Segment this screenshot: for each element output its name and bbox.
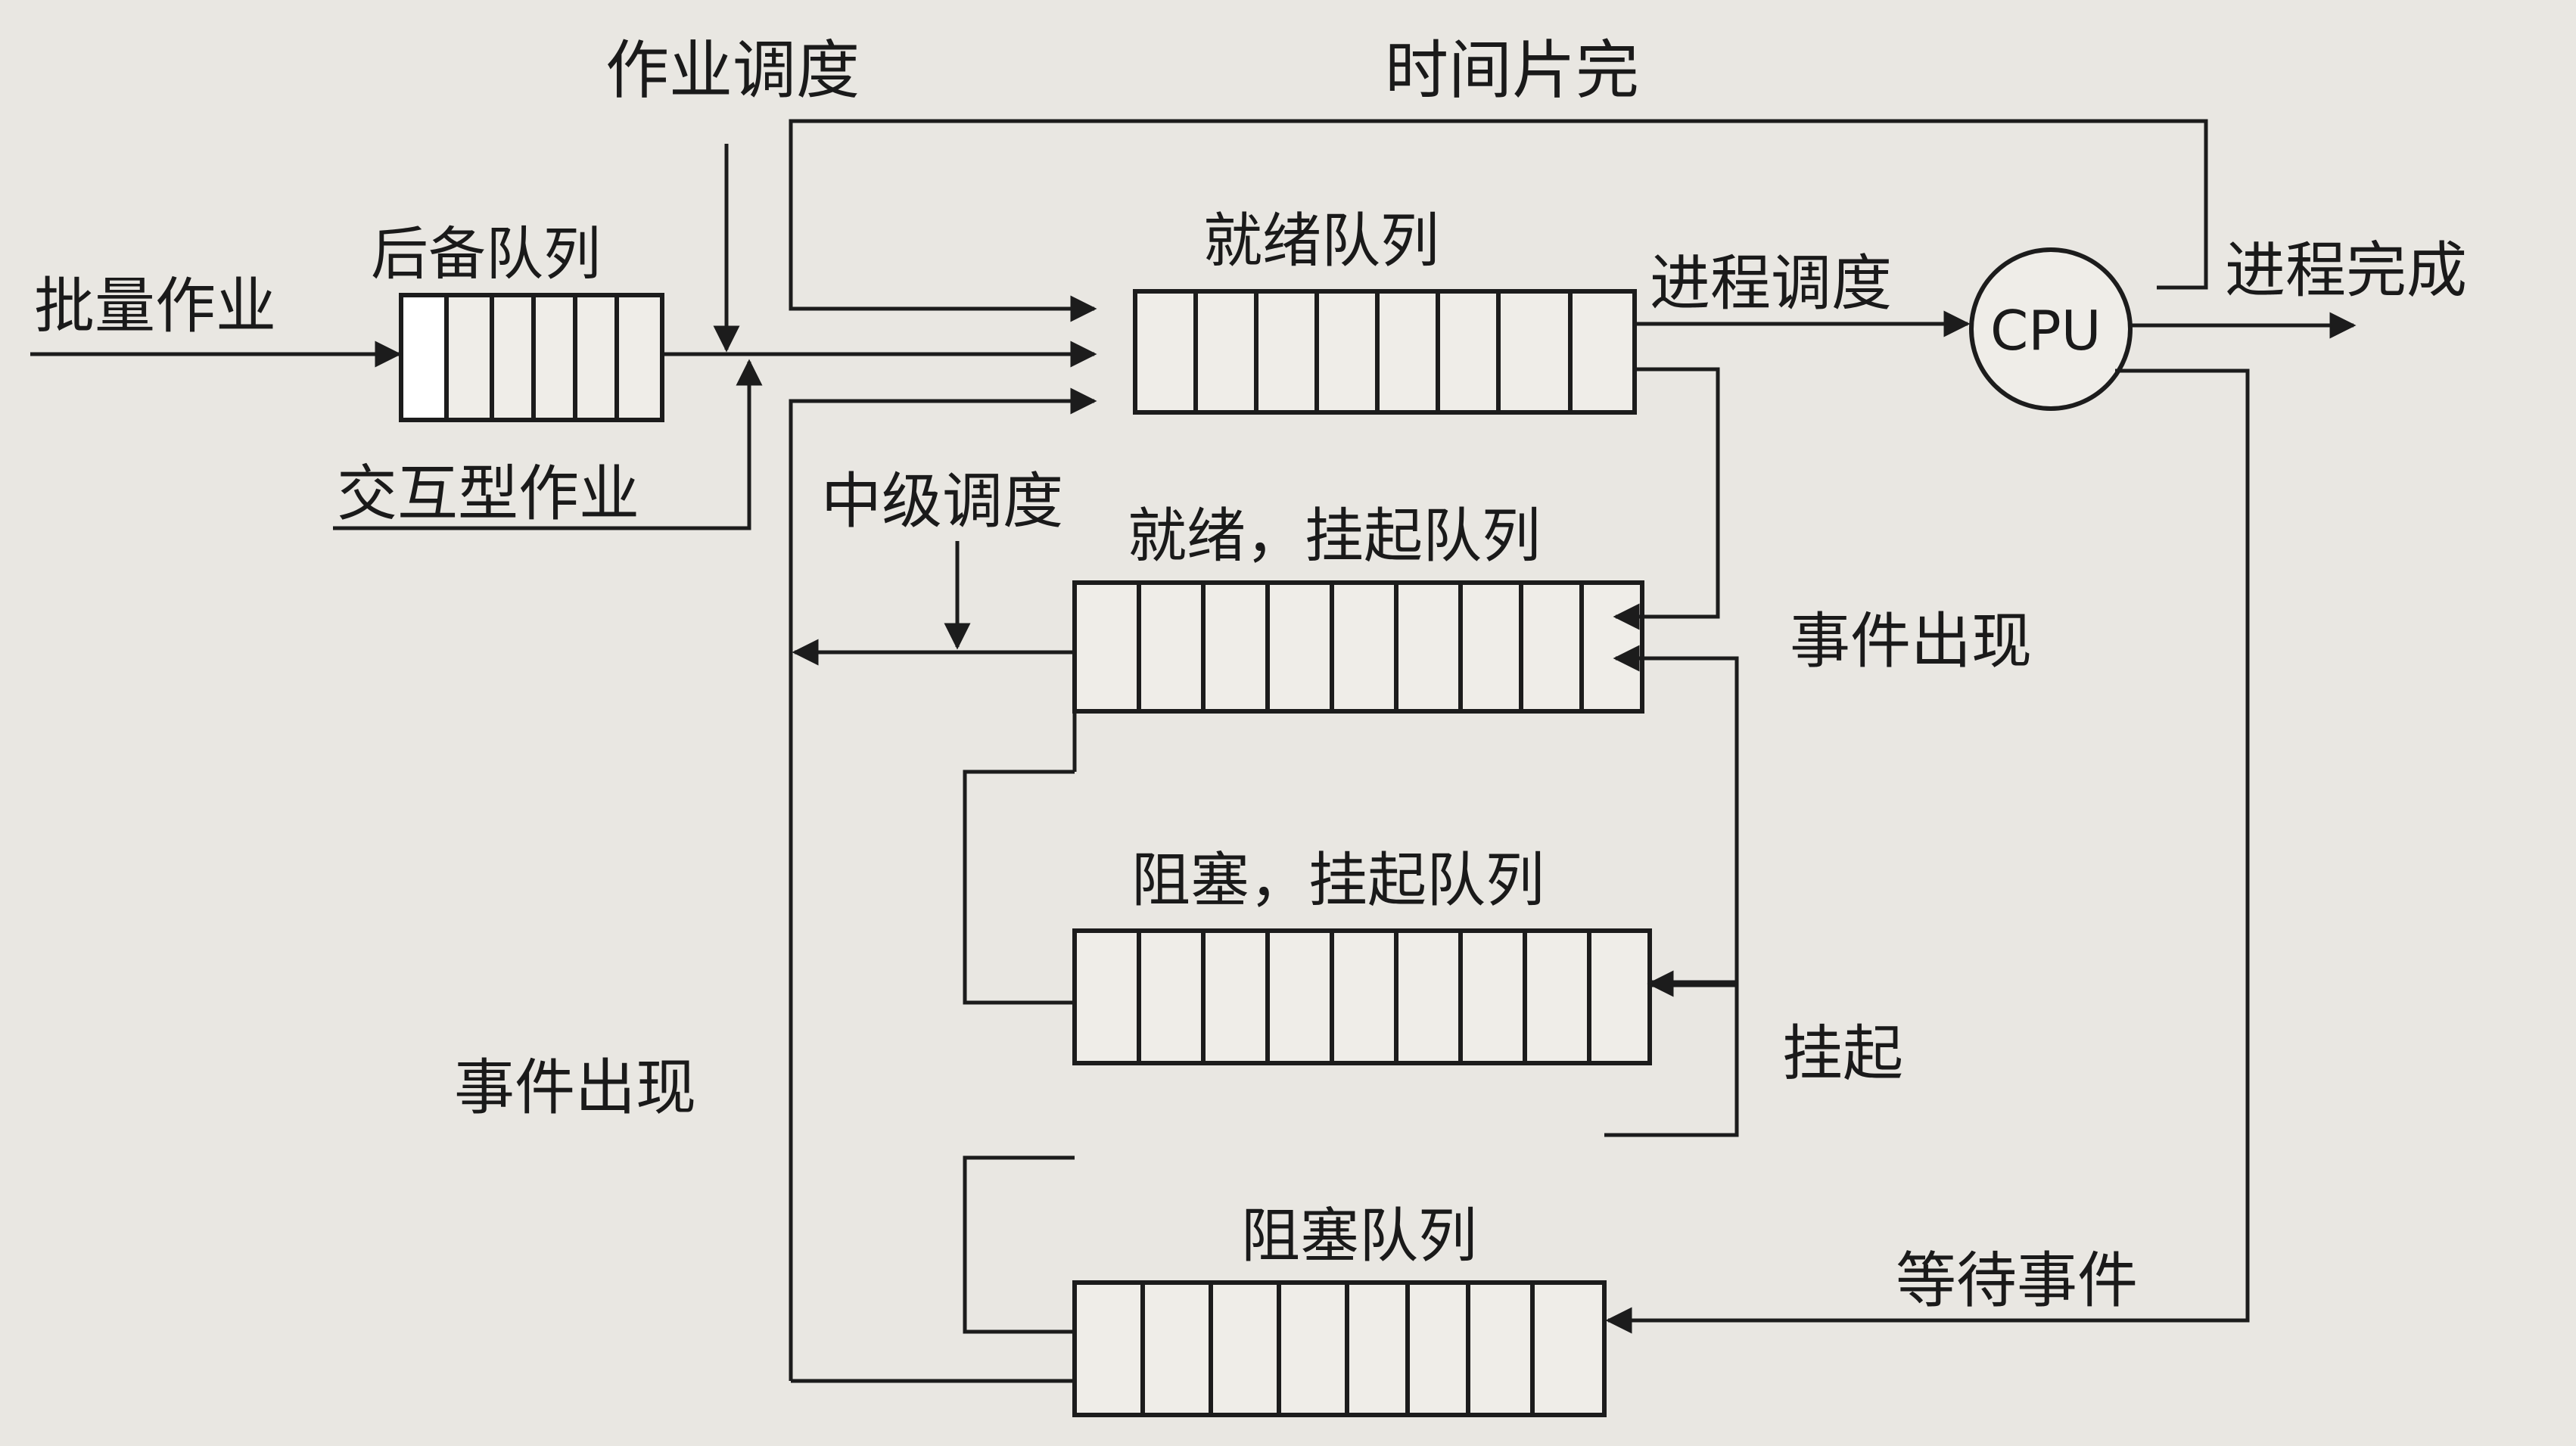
loop-blocked-left <box>963 1155 1075 1334</box>
label-blocked-queue: 阻塞队列 <box>1241 1202 1477 1270</box>
label-wait-event: 等待事件 <box>1896 1245 2138 1316</box>
label-backup-queue: 后备队列 <box>371 220 601 288</box>
label-process-scheduling: 进程调度 <box>1650 248 1892 319</box>
label-interactive-jobs: 交互型作业 <box>337 459 639 529</box>
backup-queue-box <box>399 293 664 422</box>
loop-left-ready-suspended <box>963 770 1075 1005</box>
line-interactive <box>333 359 763 530</box>
arrow-into-ready-bottom <box>789 387 1097 1381</box>
label-event-occurs-right: 事件出现 <box>1790 606 2032 676</box>
blocked-suspended-queue-box <box>1072 928 1652 1065</box>
label-ready-queue: 就绪队列 <box>1203 207 1439 275</box>
label-process-complete: 进程完成 <box>2225 235 2467 306</box>
blocked-queue-box <box>1072 1280 1607 1417</box>
label-medium-scheduling: 中级调度 <box>821 466 1063 536</box>
line-cpu-wait-event <box>1605 368 2250 1334</box>
label-time-slice-done: 时间片完 <box>1385 33 1639 107</box>
flow-lines <box>30 119 2357 1383</box>
ready-queue-box <box>1133 289 1637 415</box>
labels: 作业调度 时间片完 后备队列 批量作业 交互型作业 就绪队列 进程调度 CPU … <box>34 33 2467 1316</box>
label-job-scheduling: 作业调度 <box>605 33 860 107</box>
label-cpu: CPU <box>1990 299 2101 362</box>
label-batch-jobs: 批量作业 <box>34 271 276 341</box>
label-ready-suspended-queue: 就绪，挂起队列 <box>1128 502 1541 571</box>
loop-time-slice <box>789 119 2208 322</box>
ready-suspended-queue-box <box>1072 580 1644 714</box>
loop-blocked-suspended-bottom <box>1647 970 1739 1137</box>
cpu-node <box>1969 247 2133 411</box>
loop-ready-to-ready-suspended <box>1613 367 1720 630</box>
label-event-occurs-left: 事件出现 <box>454 1053 696 1123</box>
label-suspend: 挂起 <box>1782 1018 1903 1089</box>
label-blocked-suspended-queue: 阻塞，挂起队列 <box>1131 847 1545 915</box>
